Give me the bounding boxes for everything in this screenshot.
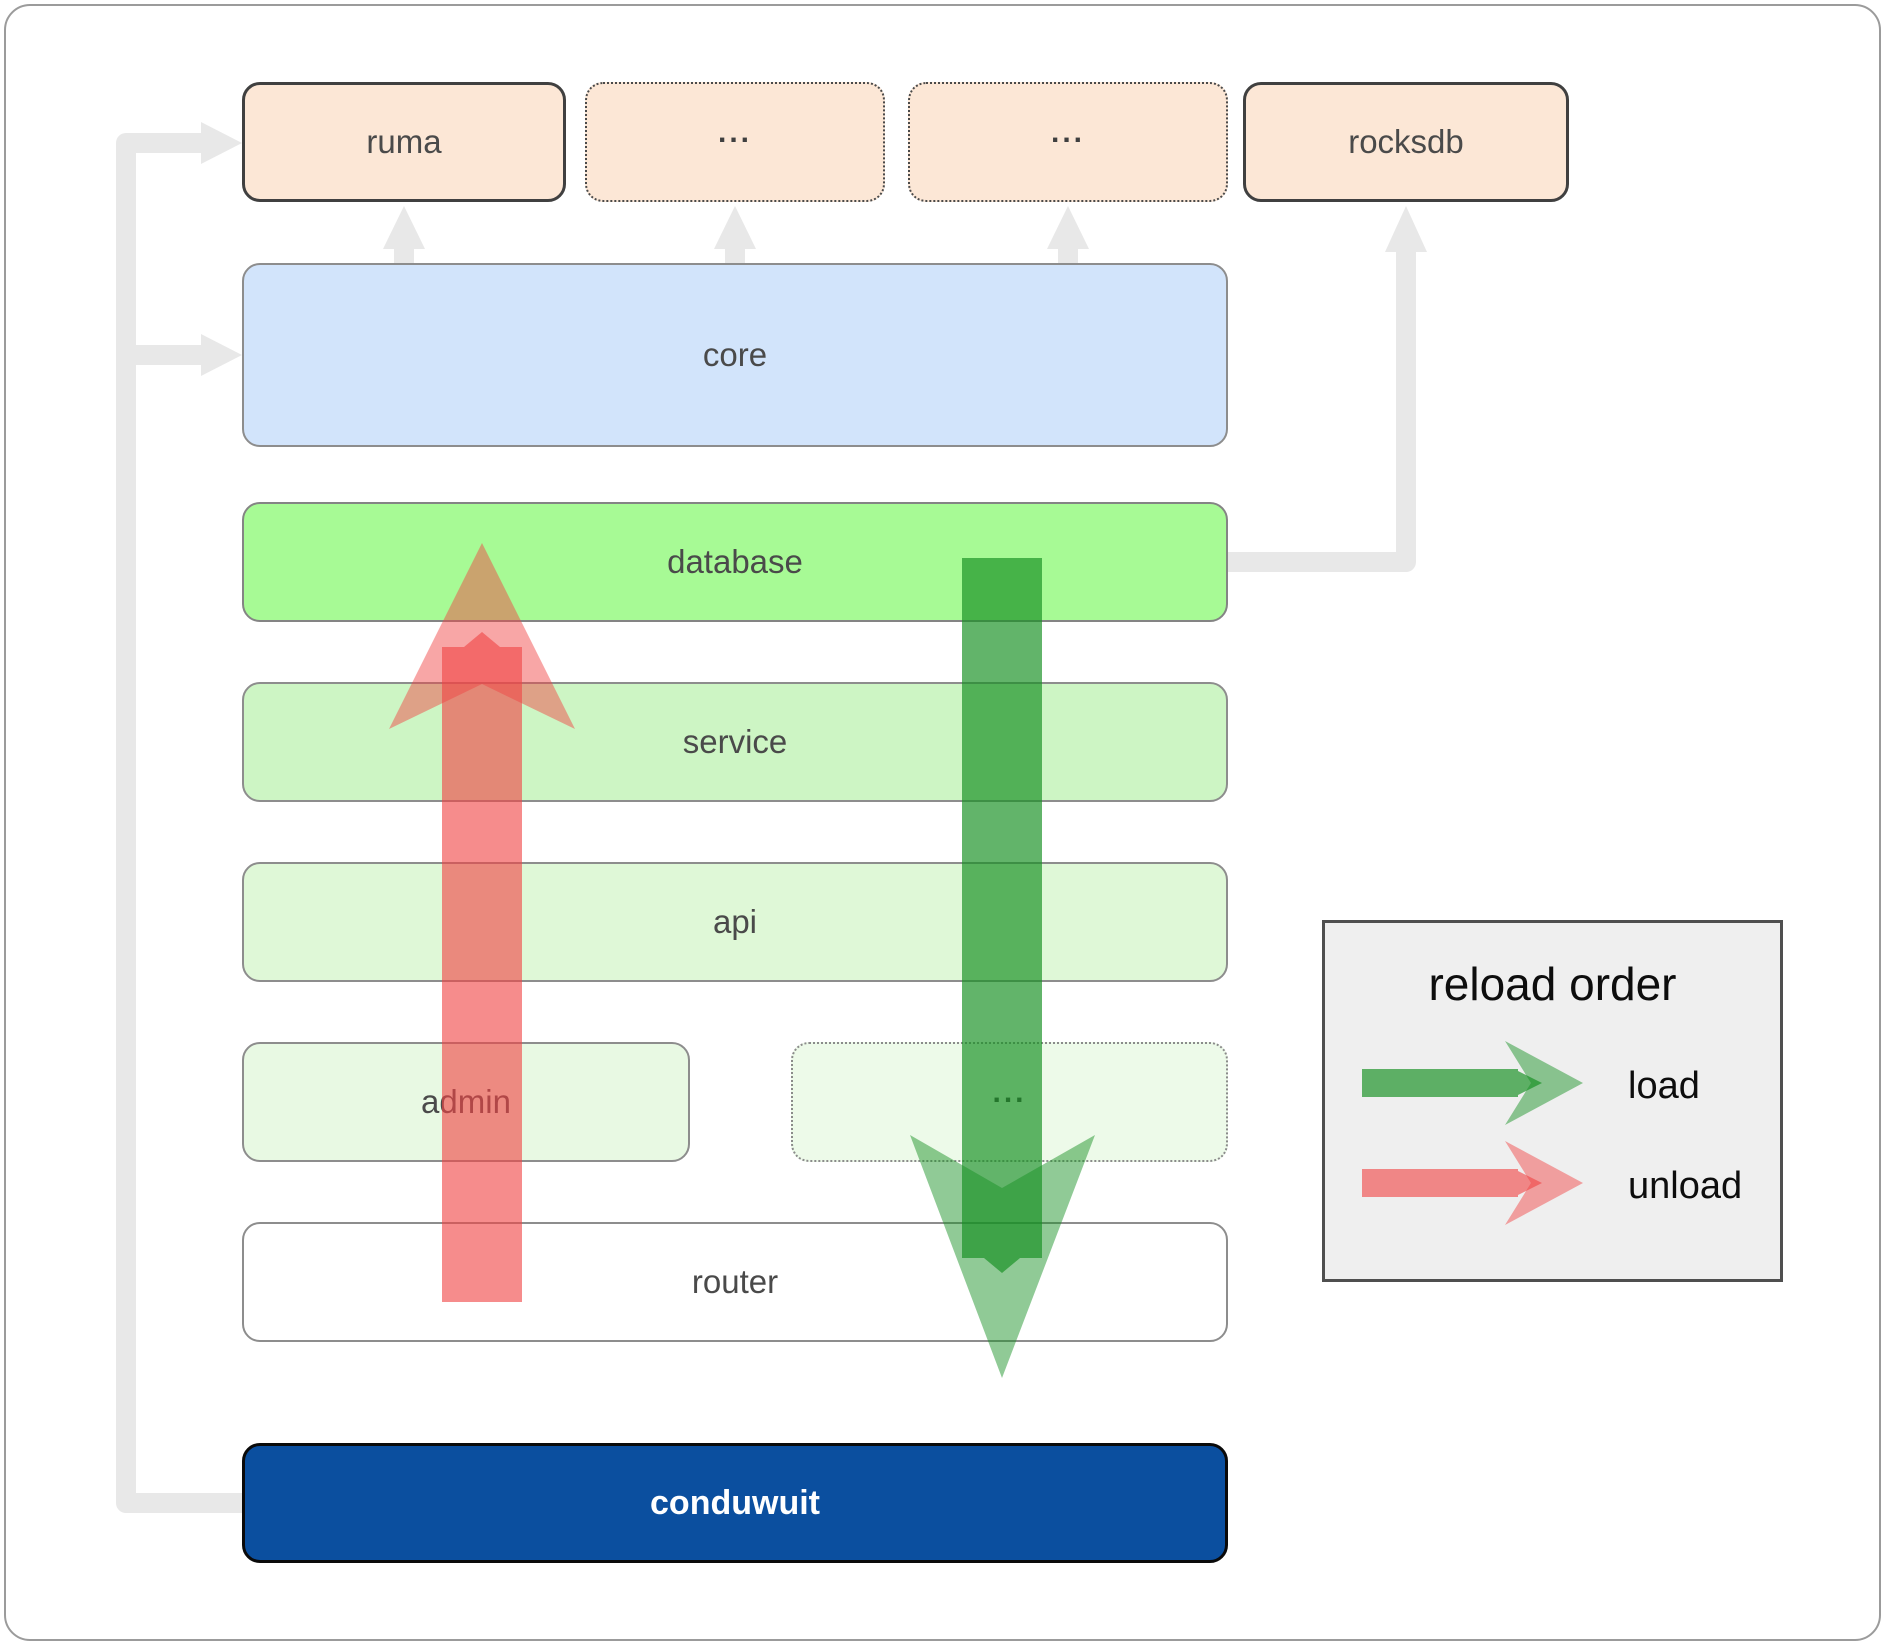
box-rocksdb-label: rocksdb [1348,123,1464,160]
legend: reload order load unload [1322,920,1783,1282]
unload-arrow-shaft [442,632,522,1302]
box-ellipsis-1-label: ... [717,116,752,149]
box-core-label: core [702,336,768,373]
legend-load-arrowhead-icon [1505,1041,1583,1125]
box-conduwuit: conduwuit [242,1443,1228,1563]
box-database-label: database [667,543,803,580]
legend-unload-arrowhead-icon [1505,1141,1583,1225]
legend-unload-arrow-icon [1362,1141,1583,1225]
unload-arrow [389,543,575,1302]
box-core: core [242,263,1228,447]
diagram-outer-frame [4,4,1881,1641]
box-database: database [242,502,1228,622]
box-router-label: router [691,1263,779,1300]
legend-item-load-label: load [1628,1065,1700,1107]
load-arrow-shaft [962,558,1042,1273]
legend-unload-arrow-shaft [1362,1169,1542,1197]
legend-title: reload order [1428,958,1677,1010]
legend-item-unload-label: unload [1628,1165,1743,1207]
box-api-label: api [712,903,758,940]
arrowhead-up-ellipsis-1-icon [714,206,756,249]
arrowhead-into-core-icon [201,334,242,376]
legend-load-arrow-shaft [1362,1069,1542,1097]
connector-database-to-rocksdb [1228,250,1416,572]
box-rocksdb: rocksdb [1243,82,1569,202]
load-arrowhead-icon [910,1135,1095,1378]
box-service-label: service [682,723,788,760]
connector-conduwuit-to-ruma [116,133,242,1513]
arrowhead-into-ruma-icon [201,122,242,164]
load-arrow [910,558,1095,1378]
box-api: api [242,862,1228,982]
box-conduwuit-label: conduwuit [650,1483,820,1522]
box-ruma: ruma [242,82,566,202]
arrowhead-up-ellipsis-2-icon [1047,206,1089,249]
arrowhead-up-ruma-icon [383,206,425,249]
box-service: service [242,682,1228,802]
box-ruma-label: ruma [366,123,442,160]
box-ellipsis-2: ... [908,82,1228,202]
legend-load-arrow-icon [1362,1041,1583,1125]
unload-arrowhead-icon [389,543,575,729]
arrowhead-into-rocksdb-icon [1385,206,1427,252]
box-router: router [242,1222,1228,1342]
box-ellipsis-2-label: ... [1050,116,1085,149]
box-ellipsis-1: ... [585,82,885,202]
